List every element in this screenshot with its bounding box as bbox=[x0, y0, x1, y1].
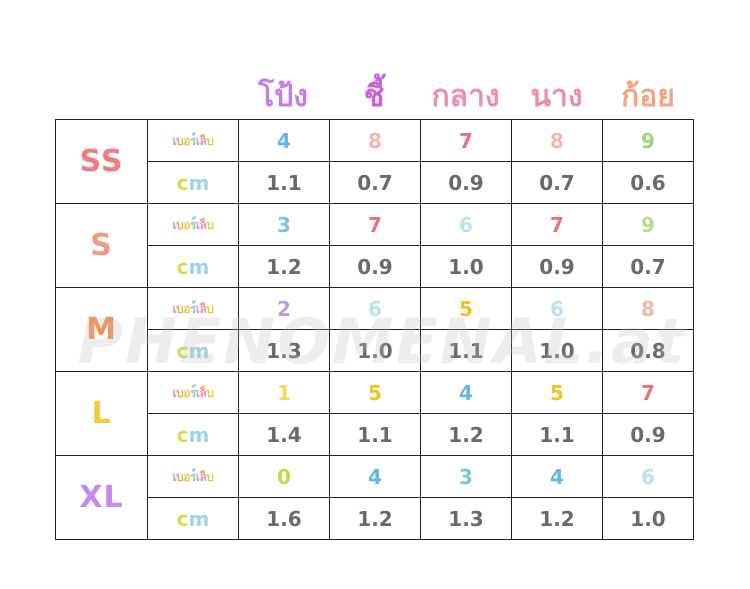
nail-label-text: เบอร์เล็บ bbox=[172, 302, 215, 316]
row-label-cm: cm bbox=[147, 413, 239, 456]
size-table: SSเบอร์เล็บ48789cm1.10.70.90.70.6Sเบอร์เ… bbox=[55, 119, 694, 540]
cm-value-cell: 0.7 bbox=[602, 245, 694, 288]
nail-number-cell: 5 bbox=[420, 287, 512, 330]
nail-label-text: เบอร์เล็บ bbox=[172, 470, 215, 484]
cm-value-cell: 1.2 bbox=[329, 497, 421, 540]
nail-label-text: เบอร์เล็บ bbox=[172, 386, 215, 400]
nail-number-cell: 4 bbox=[238, 119, 330, 162]
nail-number-cell: 6 bbox=[329, 287, 421, 330]
cm-value-cell: 1.1 bbox=[420, 329, 512, 372]
cm-value-cell: 1.1 bbox=[329, 413, 421, 456]
nail-number-cell: 3 bbox=[420, 455, 512, 498]
nail-label-text: เบอร์เล็บ bbox=[172, 218, 215, 232]
cm-value-cell: 0.9 bbox=[511, 245, 603, 288]
nail-number-cell: 9 bbox=[602, 203, 694, 246]
cm-value-cell: 0.6 bbox=[602, 161, 694, 204]
cm-value-cell: 1.0 bbox=[329, 329, 421, 372]
nail-number-cell: 3 bbox=[238, 203, 330, 246]
nail-number-cell: 8 bbox=[602, 287, 694, 330]
nail-number-cell: 4 bbox=[329, 455, 421, 498]
size-label: XL bbox=[55, 455, 148, 540]
header-thumb: โป้ง bbox=[258, 79, 308, 114]
size-label: M bbox=[55, 287, 148, 372]
cm-label-text: cm bbox=[176, 506, 210, 531]
cm-value-cell: 1.1 bbox=[238, 161, 330, 204]
nail-number-cell: 7 bbox=[420, 119, 512, 162]
cm-value-cell: 0.9 bbox=[329, 245, 421, 288]
nail-number-cell: 5 bbox=[511, 371, 603, 414]
row-label-nail: เบอร์เล็บ bbox=[147, 287, 239, 330]
cm-label-text: cm bbox=[176, 338, 210, 363]
cm-value-cell: 0.8 bbox=[602, 329, 694, 372]
header-middle: กลาง bbox=[431, 79, 500, 114]
cm-value-cell: 0.9 bbox=[420, 161, 512, 204]
cm-label-text: cm bbox=[176, 422, 210, 447]
nail-label-text: เบอร์เล็บ bbox=[172, 134, 215, 148]
nail-number-cell: 0 bbox=[238, 455, 330, 498]
cm-value-cell: 1.0 bbox=[511, 329, 603, 372]
row-label-nail: เบอร์เล็บ bbox=[147, 119, 239, 162]
header-index: ชี้ bbox=[363, 79, 385, 114]
row-label-cm: cm bbox=[147, 245, 239, 288]
nail-number-cell: 7 bbox=[602, 371, 694, 414]
header-ring: นาง bbox=[530, 79, 583, 114]
size-label: L bbox=[55, 371, 148, 456]
row-label-nail: เบอร์เล็บ bbox=[147, 203, 239, 246]
nail-number-cell: 6 bbox=[602, 455, 694, 498]
cm-value-cell: 1.2 bbox=[511, 497, 603, 540]
cm-value-cell: 1.0 bbox=[420, 245, 512, 288]
cm-value-cell: 0.9 bbox=[602, 413, 694, 456]
size-label: SS bbox=[55, 119, 148, 204]
nail-number-cell: 1 bbox=[238, 371, 330, 414]
nail-number-cell: 9 bbox=[602, 119, 694, 162]
cm-value-cell: 0.7 bbox=[329, 161, 421, 204]
row-label-nail: เบอร์เล็บ bbox=[147, 455, 239, 498]
cm-value-cell: 0.7 bbox=[511, 161, 603, 204]
cm-value-cell: 1.2 bbox=[238, 245, 330, 288]
nail-number-cell: 7 bbox=[329, 203, 421, 246]
row-label-cm: cm bbox=[147, 497, 239, 540]
nail-number-cell: 6 bbox=[420, 203, 512, 246]
size-label: S bbox=[55, 203, 148, 288]
cm-value-cell: 1.1 bbox=[511, 413, 603, 456]
row-label-cm: cm bbox=[147, 161, 239, 204]
cm-value-cell: 1.6 bbox=[238, 497, 330, 540]
cm-value-cell: 1.3 bbox=[420, 497, 512, 540]
nail-number-cell: 2 bbox=[238, 287, 330, 330]
nail-number-cell: 7 bbox=[511, 203, 603, 246]
header-pinky: ก้อย bbox=[621, 79, 675, 114]
cm-value-cell: 1.3 bbox=[238, 329, 330, 372]
nail-number-cell: 6 bbox=[511, 287, 603, 330]
nail-number-cell: 8 bbox=[511, 119, 603, 162]
row-label-cm: cm bbox=[147, 329, 239, 372]
cm-label-text: cm bbox=[176, 254, 210, 279]
cm-value-cell: 1.0 bbox=[602, 497, 694, 540]
cm-value-cell: 1.4 bbox=[238, 413, 330, 456]
nail-number-cell: 5 bbox=[329, 371, 421, 414]
cm-value-cell: 1.2 bbox=[420, 413, 512, 456]
cm-label-text: cm bbox=[176, 170, 210, 195]
nail-number-cell: 4 bbox=[511, 455, 603, 498]
nail-number-cell: 4 bbox=[420, 371, 512, 414]
nail-number-cell: 8 bbox=[329, 119, 421, 162]
row-label-nail: เบอร์เล็บ bbox=[147, 371, 239, 414]
